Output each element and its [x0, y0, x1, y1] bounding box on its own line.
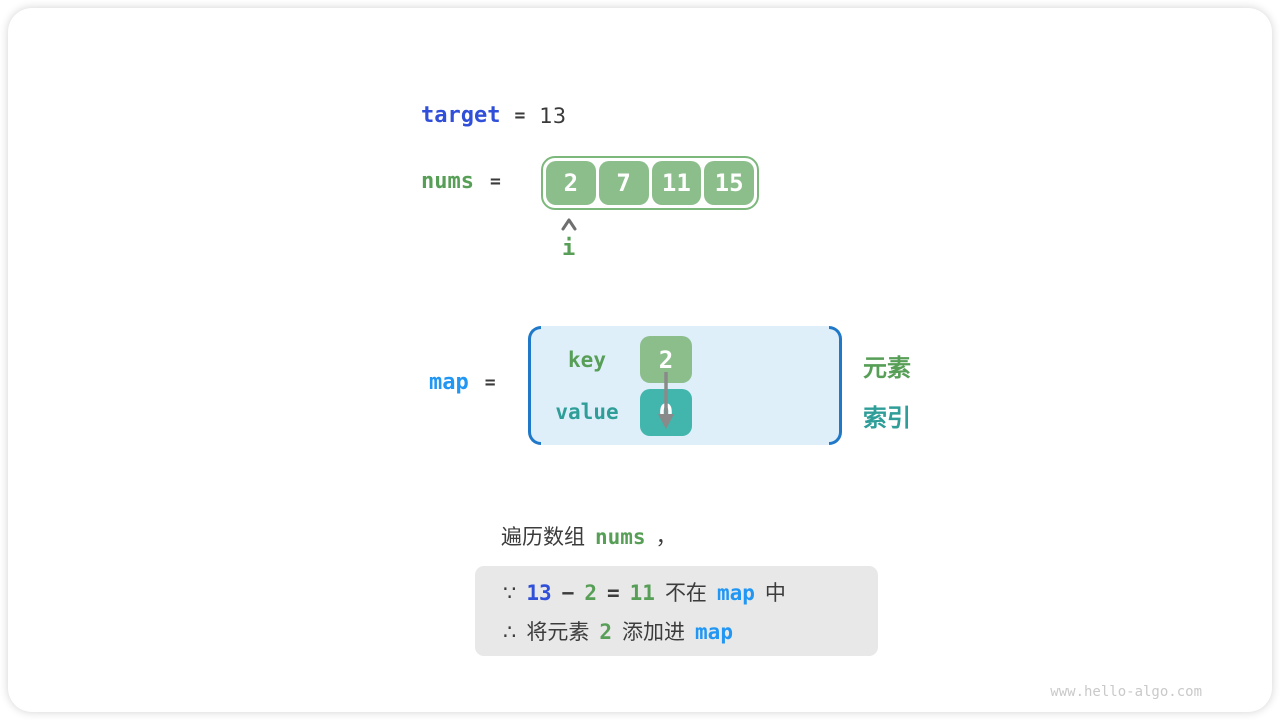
watermark: www.hello-algo.com	[1050, 684, 1202, 700]
nums-array: 2 7 11 15	[541, 156, 759, 210]
map-box: key value 2 0	[528, 326, 842, 445]
note-minuend: 13	[526, 580, 552, 605]
map-variable: map	[429, 370, 469, 395]
nums-array-cell: 11	[651, 161, 702, 205]
note-element-token: 2	[599, 619, 613, 644]
target-variable: target	[421, 103, 501, 128]
note-prefix-text: 将元素	[526, 619, 590, 644]
target-value: 13	[539, 103, 567, 128]
map-row: map =	[429, 370, 496, 395]
note-subtrahend: 2	[584, 580, 597, 605]
target-row: target = 13	[421, 103, 566, 128]
note-line-1: ∵ 13 − 2 = 11 不在 map 中	[503, 577, 878, 607]
nums-variable: nums	[421, 169, 474, 194]
nums-equals-sign: =	[489, 171, 501, 192]
nums-array-cell: 2	[546, 161, 596, 205]
map-equals-sign: =	[484, 372, 496, 393]
caption-nums-token: nums	[595, 525, 646, 549]
note-line-2: ∴ 将元素 2 添加进 map	[503, 616, 878, 646]
figure-card: target = 13 nums = 2 7 11 15 i map = key	[8, 8, 1272, 712]
note-map-token: map	[716, 580, 755, 605]
map-value-label: value	[555, 400, 619, 424]
minus-sign: −	[561, 580, 575, 605]
note-action-text: 添加进	[622, 619, 686, 644]
note-map-token: map	[695, 619, 733, 644]
pointer-caret-icon	[561, 218, 577, 231]
arrow-down-icon	[658, 372, 674, 429]
map-right-bracket	[829, 326, 842, 445]
map-left-bracket	[528, 326, 541, 445]
therefore-symbol: ∴	[503, 619, 517, 644]
legend-index-label: 索引	[863, 404, 911, 432]
nums-array-cell: 15	[704, 161, 754, 205]
note-in-suffix-text: 中	[764, 580, 786, 605]
nums-row: nums =	[421, 169, 501, 194]
caption-text: 遍历数组	[501, 525, 585, 549]
caption-comma: ，	[655, 525, 677, 549]
target-equals-sign: =	[514, 105, 526, 126]
map-key-label: key	[568, 348, 606, 372]
because-symbol: ∵	[503, 580, 517, 605]
note-not-in-text: 不在	[664, 580, 707, 605]
note-difference: 11	[629, 580, 655, 605]
nums-array-cell: 7	[598, 161, 649, 205]
legend-element-label: 元素	[863, 354, 911, 382]
index-pointer-label: i	[562, 236, 576, 261]
note-box: ∵ 13 − 2 = 11 不在 map 中 ∴ 将元素 2 添加进 map	[475, 566, 878, 656]
note-equals-sign: =	[606, 580, 620, 605]
caption-line: 遍历数组 nums ，	[501, 521, 677, 551]
